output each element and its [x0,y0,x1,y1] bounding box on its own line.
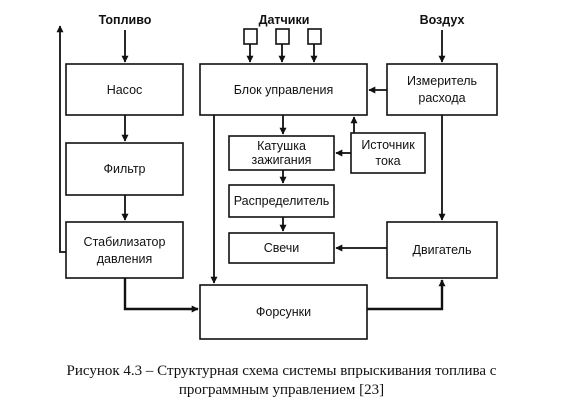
header-air: Воздух [420,13,465,27]
current-source-label-line2: тока [375,154,400,168]
stabilizer-label-line2: давления [97,252,153,266]
sensor-box-3 [307,28,322,45]
injectors-block: Форсунки [199,284,368,340]
caption-line-2: программным управлением [23] [178,382,385,398]
header-sensors: Датчики [259,13,310,27]
filter-label: Фильтр [104,162,146,176]
connections [56,25,446,313]
distributor-block: Распределитель [228,184,335,218]
control-unit-label: Блок управления [234,83,334,97]
ignition-coil-block: Катушка зажигания [228,135,335,171]
filter-block: Фильтр [65,142,184,196]
pump-block: Насос [65,63,184,116]
flow-meter-label-line2: расхода [418,91,465,105]
spark-plugs-block: Свечи [228,232,335,264]
injectors-label: Форсунки [256,305,311,319]
arrow-return-line [56,25,66,253]
engine-label: Двигатель [413,243,472,257]
flow-meter-block: Измеритель расхода [386,63,498,116]
header-fuel: Топливо [99,13,152,27]
current-source-label-line1: Источник [361,138,415,152]
flow-meter-label-line1: Измеритель [407,74,477,88]
coil-label-line2: зажигания [252,153,312,167]
pump-label: Насос [107,83,143,97]
distributor-label: Распределитель [234,194,330,208]
current-source-block: Источник тока [350,132,426,174]
spark-plugs-label: Свечи [264,241,300,255]
coil-label-line1: Катушка [257,139,306,153]
arrow-stabilizer-to-injectors [123,278,199,313]
figure-caption: Рисунок 4.3 – Структурная схема системы … [0,362,563,400]
sensor-box-2 [275,28,290,45]
engine-block: Двигатель [386,221,498,279]
stabilizer-label-line1: Стабилизатор [84,235,166,249]
caption-line-1: Рисунок 4.3 – Структурная схема системы … [66,363,497,379]
control-unit-block: Блок управления [199,63,368,116]
pressure-stabilizer-block: Стабилизатор давления [65,221,184,279]
arrow-injectors-to-engine [367,279,446,311]
sensor-box-1 [243,28,258,45]
